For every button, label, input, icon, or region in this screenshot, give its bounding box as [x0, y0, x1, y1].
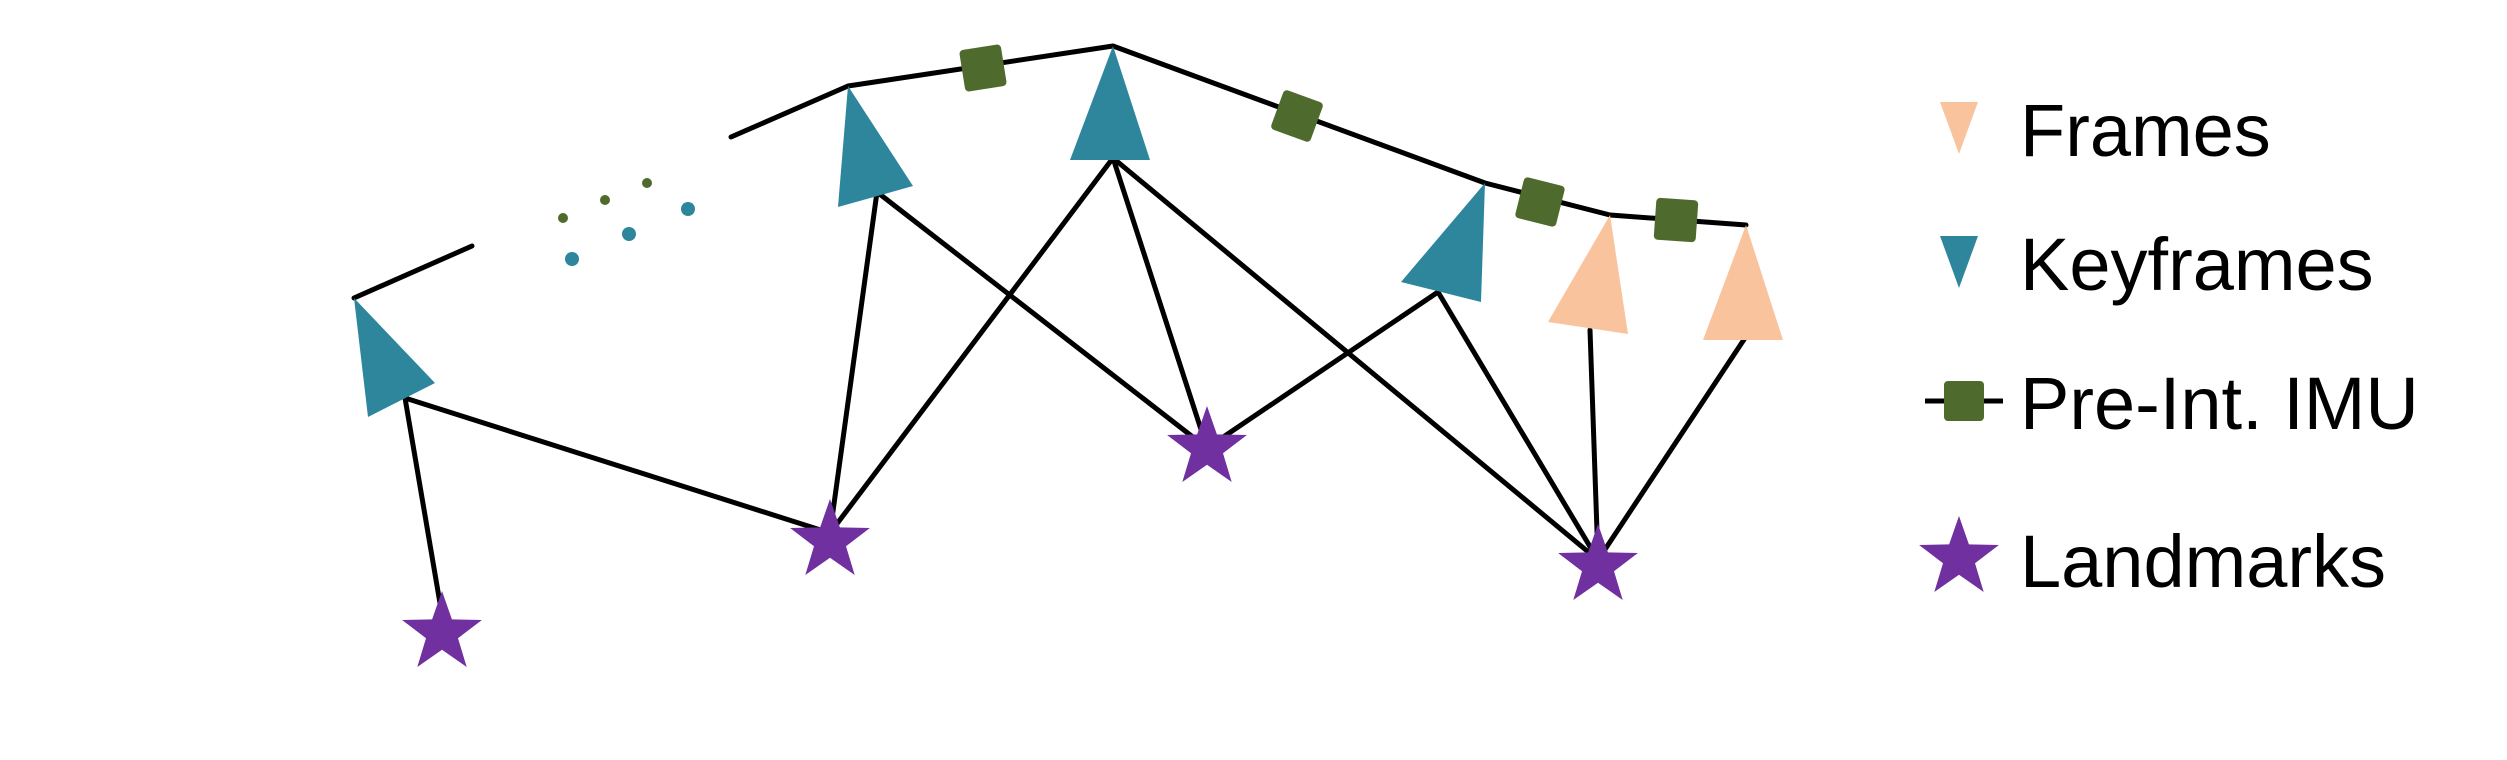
observation-edge	[827, 189, 880, 536]
keyframe-triangle	[354, 298, 435, 417]
observation-edges	[402, 155, 1748, 618]
observation-edge	[827, 155, 1116, 536]
legend-label-keyframes: Keyframes	[2020, 223, 2374, 306]
legend: Frames Keyframes Pre-Int. IMU Landmarks	[1919, 89, 2419, 603]
landmark-star	[402, 591, 482, 667]
observation-edge	[1110, 155, 1601, 563]
keyframe-triangle	[1401, 183, 1485, 302]
observation-edge	[402, 395, 445, 618]
imu-factor-square	[1515, 177, 1565, 227]
observation-edge	[402, 395, 833, 536]
landmark-star	[790, 499, 870, 575]
legend-label-imu: Pre-Int. IMU	[2020, 362, 2419, 445]
ellipsis-dot-imu	[642, 178, 652, 188]
trajectory-segment-left	[351, 243, 475, 301]
imu-factor-square	[959, 44, 1007, 92]
legend-imu-square-icon	[1944, 381, 1984, 421]
imu-factor-square	[1653, 197, 1699, 243]
observation-edge	[1587, 327, 1601, 563]
legend-item-imu: Pre-Int. IMU	[1925, 362, 2419, 445]
frame-triangle	[1703, 225, 1783, 340]
legend-item-keyframes: Keyframes	[1940, 223, 2374, 306]
observation-edge	[1110, 155, 1210, 451]
frames	[1548, 215, 1783, 340]
ellipsis-dots	[558, 178, 695, 266]
landmarks	[402, 406, 1638, 667]
ellipsis-dot-imu	[600, 195, 610, 205]
legend-item-frames: Frames	[1940, 89, 2271, 172]
imu-factors	[959, 44, 1699, 243]
legend-label-landmarks: Landmarks	[2020, 520, 2386, 603]
ellipsis-dot-imu	[558, 213, 568, 223]
keyframe-triangle	[838, 86, 913, 207]
frame-triangle	[1548, 215, 1628, 334]
legend-landmark-star-icon	[1919, 516, 1999, 592]
observation-edge	[1204, 289, 1441, 451]
keyframe-triangle	[1070, 46, 1150, 160]
observation-edge	[874, 189, 1210, 451]
ellipsis-dot-keyframe	[565, 252, 579, 266]
trajectory-chain	[351, 43, 1749, 301]
ellipsis-dot-keyframe	[681, 202, 695, 216]
observation-edge	[1595, 335, 1748, 563]
legend-frame-icon	[1940, 102, 1978, 154]
legend-label-frames: Frames	[2020, 89, 2271, 172]
landmark-star	[1167, 406, 1247, 482]
ellipsis-dot-keyframe	[622, 227, 636, 241]
legend-item-landmarks: Landmarks	[1919, 516, 2386, 603]
legend-keyframe-icon	[1940, 236, 1978, 288]
keyframes	[354, 46, 1485, 417]
observation-edge	[1435, 289, 1601, 563]
imu-factor-square	[1271, 90, 1323, 142]
